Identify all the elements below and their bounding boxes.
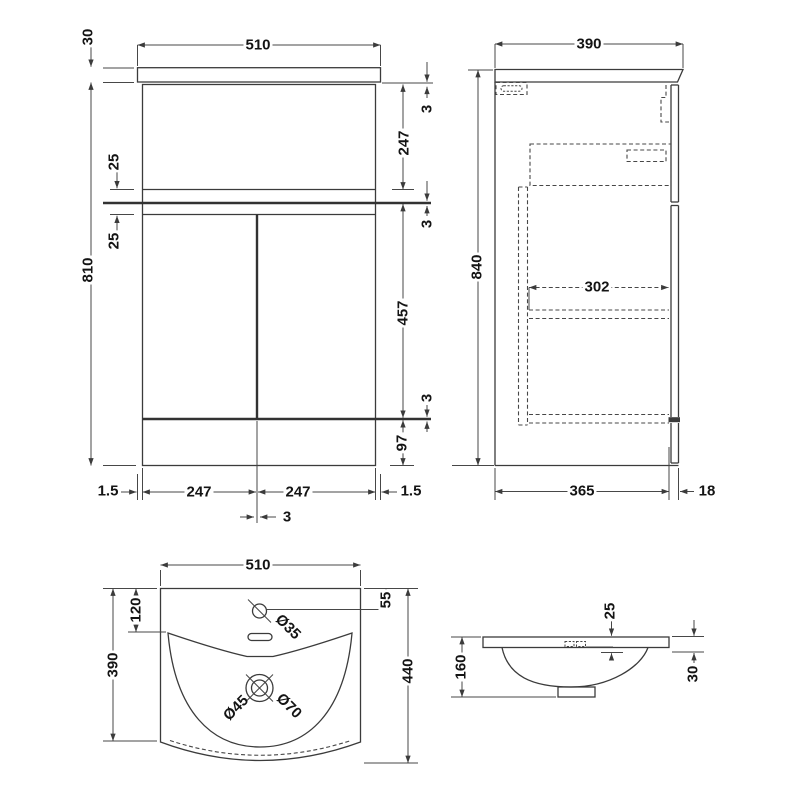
basin-plan-linework <box>103 562 418 764</box>
front-overhang-right-label: 1.5 <box>398 482 424 500</box>
waste-hole-inner <box>250 679 269 697</box>
plan-taphole-setback-label: 55 <box>377 589 395 611</box>
side-depth-dim-label: 390 <box>574 35 604 53</box>
front-worktop <box>136 67 382 83</box>
side-door-gap-block <box>668 417 680 423</box>
side-worktop <box>494 68 684 83</box>
front-width-dim-label: 510 <box>243 36 273 54</box>
overflow-slot <box>247 632 273 642</box>
side-height-dim-label: 840 <box>468 252 486 282</box>
section-overflow-hidden-left <box>564 641 575 647</box>
front-door-left-width-label: 247 <box>184 483 214 501</box>
side-body-depth-label: 365 <box>567 482 597 500</box>
side-hidden-slot <box>500 85 523 92</box>
plan-width-dim-label: 510 <box>243 556 273 574</box>
front-view-linework <box>88 42 494 523</box>
basin-front-hidden-edge <box>169 739 352 756</box>
plan-overall-depth-label: 440 <box>399 656 417 686</box>
front-gap-lower-label: 3 <box>418 391 436 405</box>
front-cabinet-body <box>141 83 377 467</box>
front-height-dim-label: 810 <box>79 255 97 285</box>
basin-outline <box>159 587 362 762</box>
waste-hole-outer <box>245 673 274 703</box>
front-gap-top-label: 3 <box>418 102 436 116</box>
front-rail-upper-label: 25 <box>105 151 123 173</box>
side-hidden-bracket-right <box>660 85 669 123</box>
front-door-gap-label: 3 <box>280 508 294 526</box>
front-worktop-thickness-label: 30 <box>79 26 97 48</box>
front-door-height-label: 457 <box>394 298 412 328</box>
front-gap-middle-label: 3 <box>418 217 436 231</box>
side-hidden-bracket-left <box>495 81 528 96</box>
section-rim-depth-label: 25 <box>601 600 619 622</box>
plan-bowl-setback-label: 120 <box>127 595 145 625</box>
front-drawer-height-label: 247 <box>395 128 413 158</box>
basin-bowl <box>167 632 353 748</box>
side-internal-depth-label: 302 <box>582 278 612 296</box>
section-edge-height-label: 30 <box>684 663 702 685</box>
basin-section-linework <box>451 620 704 698</box>
tap-hole <box>251 603 268 619</box>
side-front-thickness-label: 18 <box>696 482 718 500</box>
side-hidden-drawer-box <box>529 143 672 187</box>
section-rim <box>482 636 670 649</box>
section-height-label: 160 <box>452 652 470 682</box>
plan-depth-dim-label: 390 <box>104 650 122 680</box>
front-door-right-width-label: 247 <box>283 483 313 501</box>
front-plinth-height-label: 97 <box>393 432 411 454</box>
section-waste-outlet <box>557 686 596 698</box>
side-hidden-drawer-runner <box>626 149 667 163</box>
section-bowl <box>501 647 649 688</box>
front-overhang-left-label: 1.5 <box>95 482 121 500</box>
tap-hole-strike-line <box>247 599 272 623</box>
side-view-linework <box>468 41 694 500</box>
section-overflow-hidden-right <box>576 641 586 647</box>
front-rail-lower-label: 25 <box>105 230 123 252</box>
